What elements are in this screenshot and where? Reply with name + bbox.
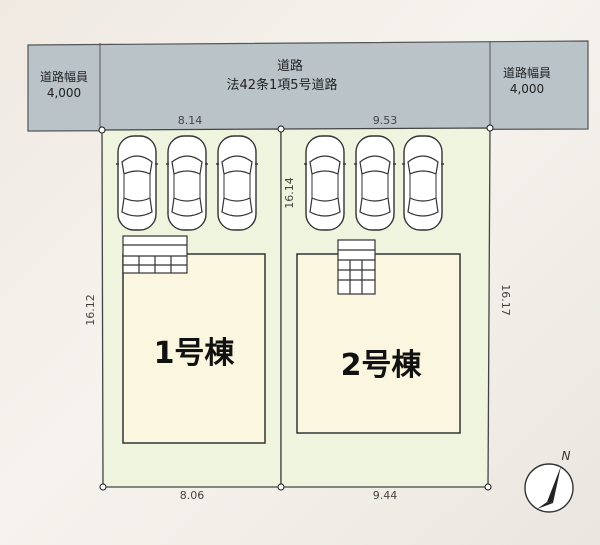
car-icon (215, 135, 259, 231)
car-icon (303, 135, 347, 231)
building-1-label: 1号棟 (154, 336, 236, 371)
lot-1-side-depth: 16.12 (84, 294, 97, 326)
car-icon (353, 135, 397, 231)
car-icon (401, 135, 445, 231)
compass-icon: N (524, 449, 574, 513)
road-width-left-label: 道路幅員 (40, 69, 88, 84)
road-width-right-value: 4,000 (510, 82, 544, 96)
boundary-markers (98, 124, 494, 491)
parking-lot-2 (303, 135, 445, 231)
car-icon (115, 135, 159, 231)
road-subtitle: 法42条1項5号道路 (226, 77, 337, 93)
building-1 (122, 253, 266, 444)
building-2-label: 2号棟 (341, 348, 423, 383)
entrance-steps-1 (122, 235, 188, 274)
road-band (27, 40, 589, 132)
road-title: 道路 (277, 58, 303, 74)
road-width-right-label: 道路幅員 (503, 65, 551, 80)
road-width-left-value: 4,000 (47, 86, 81, 100)
parking-lot-1 (115, 135, 259, 231)
car-icon (165, 135, 209, 231)
lot-2-inner-depth: 16.14 (283, 177, 296, 209)
compass-north-label: N (562, 449, 571, 463)
lot-1-top-width: 8.14 (178, 114, 203, 127)
lot-2-top-width: 9.53 (373, 114, 398, 127)
lot-2-bottom-width: 9.44 (373, 489, 398, 502)
entrance-steps-2 (337, 239, 376, 295)
building-2 (296, 253, 461, 434)
lot-2-side-depth: 16.17 (499, 284, 512, 316)
lot-1-bottom-width: 8.06 (180, 489, 205, 502)
